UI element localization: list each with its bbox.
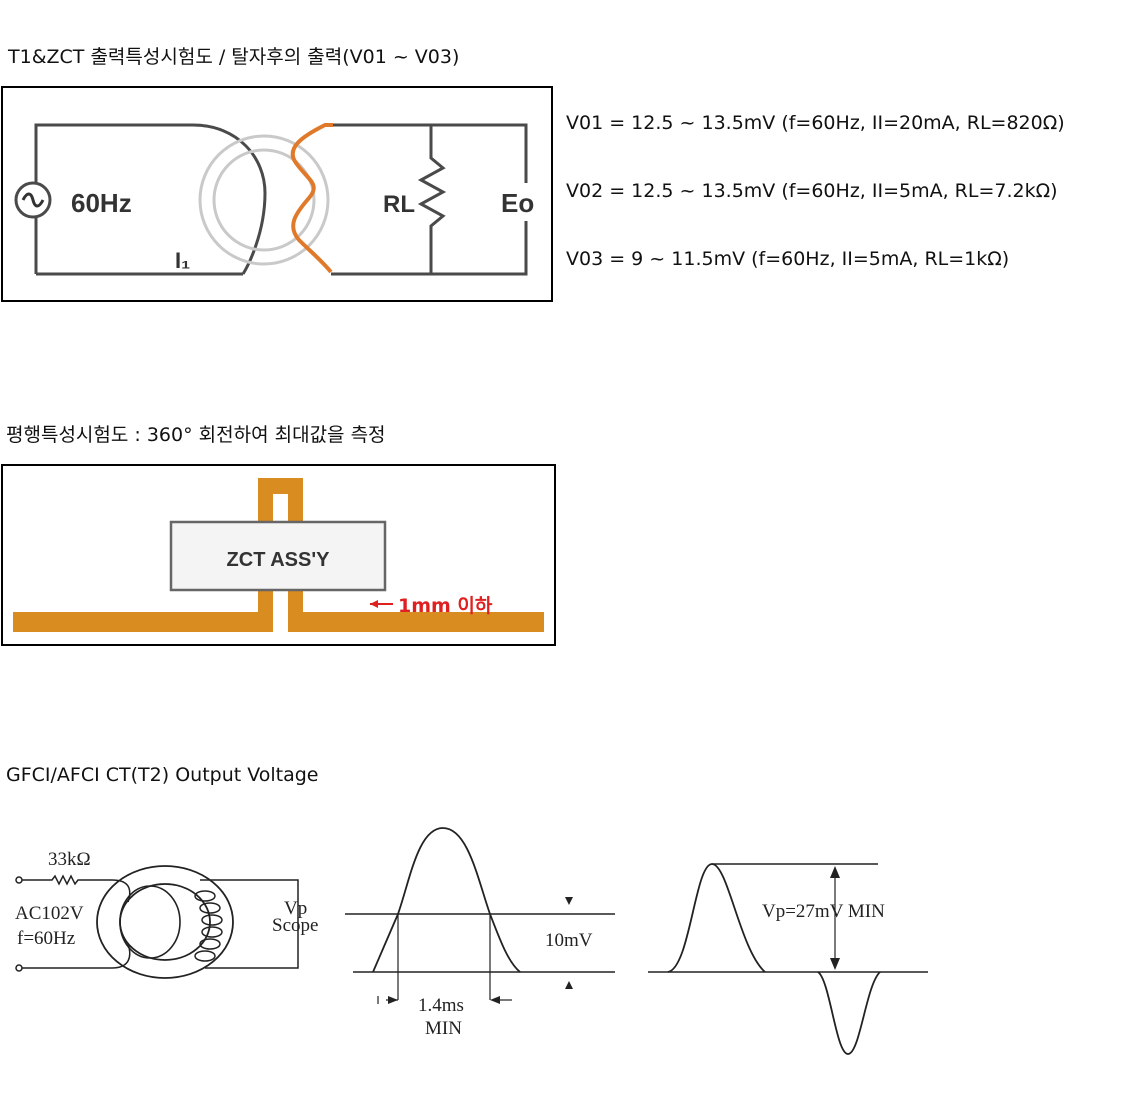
ct-winding <box>194 890 223 962</box>
zct-test-circuit: 60Hz I₁ RL Eo <box>1 86 553 302</box>
parallel-test-diagram: ZCT ASS'Y 1mm 이하 <box>1 464 556 646</box>
section2-title: 평행특성시험도 : 360° 회전하여 최대값을 측정 <box>6 424 386 446</box>
secondary-winding <box>290 123 333 274</box>
gap-note: 1mm 이하 <box>398 595 493 617</box>
section1-title: T1&ZCT 출력특성시험도 / 탈자후의 출력(V01 ~ V03) <box>8 46 460 68</box>
waveform2-negative-pulse <box>817 971 881 1055</box>
pulse-width-label: 1.4ms <box>418 995 464 1016</box>
zct-circuit-diagram: 60Hz I₁ RL Eo <box>14 123 543 276</box>
scope-label: Scope <box>272 915 318 936</box>
output-voltage-label: Eo <box>501 188 534 218</box>
waveform1-pulse <box>372 827 521 973</box>
zct-core-inner <box>212 148 316 252</box>
spec-v01: V01 = 12.5 ~ 13.5mV (f=60Hz, II=20mA, RL… <box>566 112 1065 134</box>
primary-current-label: I₁ <box>175 248 190 273</box>
amplitude-label: 10mV <box>545 930 593 951</box>
pulse-width-note: MIN <box>425 1018 462 1039</box>
peak-voltage-label: Vp=27mV MIN <box>762 901 885 922</box>
zct-core-outer <box>198 134 330 266</box>
vp-label: Vp <box>284 898 307 919</box>
source-frequency-label: 60Hz <box>71 188 132 218</box>
resistor-label: 33kΩ <box>48 849 91 870</box>
zct-assembly-label: ZCT ASS'Y <box>227 549 331 571</box>
bus-bar <box>13 478 544 632</box>
source-frequency-label-2: f=60Hz <box>17 928 75 949</box>
primary-wire-top <box>34 123 193 274</box>
spec-v02: V02 = 12.5 ~ 13.5mV (f=60Hz, II=5mA, RL=… <box>566 180 1058 202</box>
resistor-33k <box>22 874 112 886</box>
parallel-test-figure: ZCT ASS'Y 1mm 이하 <box>13 478 544 632</box>
scope-wiring <box>200 879 299 969</box>
load-resistor-label: RL <box>383 191 415 218</box>
source-voltage-label: AC102V <box>15 903 84 924</box>
zct-assembly-box <box>169 520 387 592</box>
ct-core-inner <box>119 883 211 961</box>
ct-core-outer <box>96 865 234 979</box>
spec-v03: V03 = 9 ~ 11.5mV (f=60Hz, II=5mA, RL=1kΩ… <box>566 248 1010 270</box>
waveform2-positive-pulse <box>667 863 766 973</box>
load-resistor <box>417 125 447 274</box>
section3-title: GFCI/AFCI CT(T2) Output Voltage <box>6 764 319 786</box>
primary-conductor <box>192 123 267 275</box>
gfci-output-diagram: 33kΩ AC102V f=60Hz Vp Scope 10mV 1.4ms M… <box>15 827 928 1055</box>
